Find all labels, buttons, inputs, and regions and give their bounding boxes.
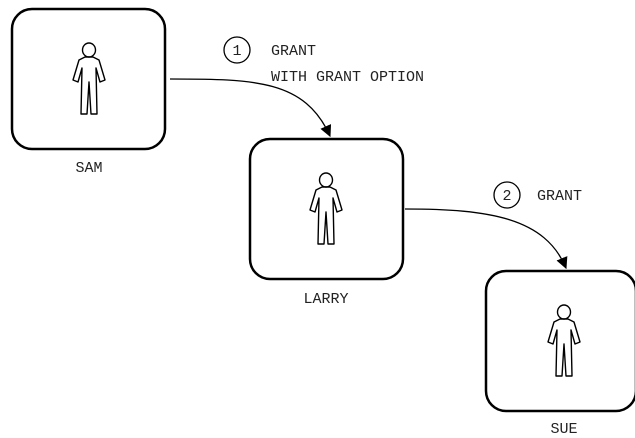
grant-arrow-1: [169, 78, 332, 138]
step-badge-1: 1: [223, 36, 251, 64]
step-number-1: 1: [232, 43, 241, 60]
user-label-sam: SAM: [75, 160, 102, 177]
grant-arrow-2: [404, 208, 568, 270]
user-label-larry: LARRY: [303, 291, 348, 308]
grant-label-1-line-1: GRANT: [271, 43, 316, 60]
step-badge-2: 2: [493, 181, 521, 209]
user-node-sam: SAM: [10, 7, 167, 177]
user-box-larry: [248, 137, 405, 281]
user-label-sue: SUE: [550, 421, 577, 438]
user-box-sue: [484, 269, 635, 413]
grant-label-1-line-2: WITH GRANT OPTION: [271, 69, 424, 86]
user-box-sam: [10, 7, 167, 151]
user-node-sue: SUE: [484, 269, 635, 438]
user-node-larry: LARRY: [248, 137, 405, 308]
step-number-2: 2: [502, 188, 511, 205]
grant-label-2-line-1: GRANT: [537, 188, 582, 205]
